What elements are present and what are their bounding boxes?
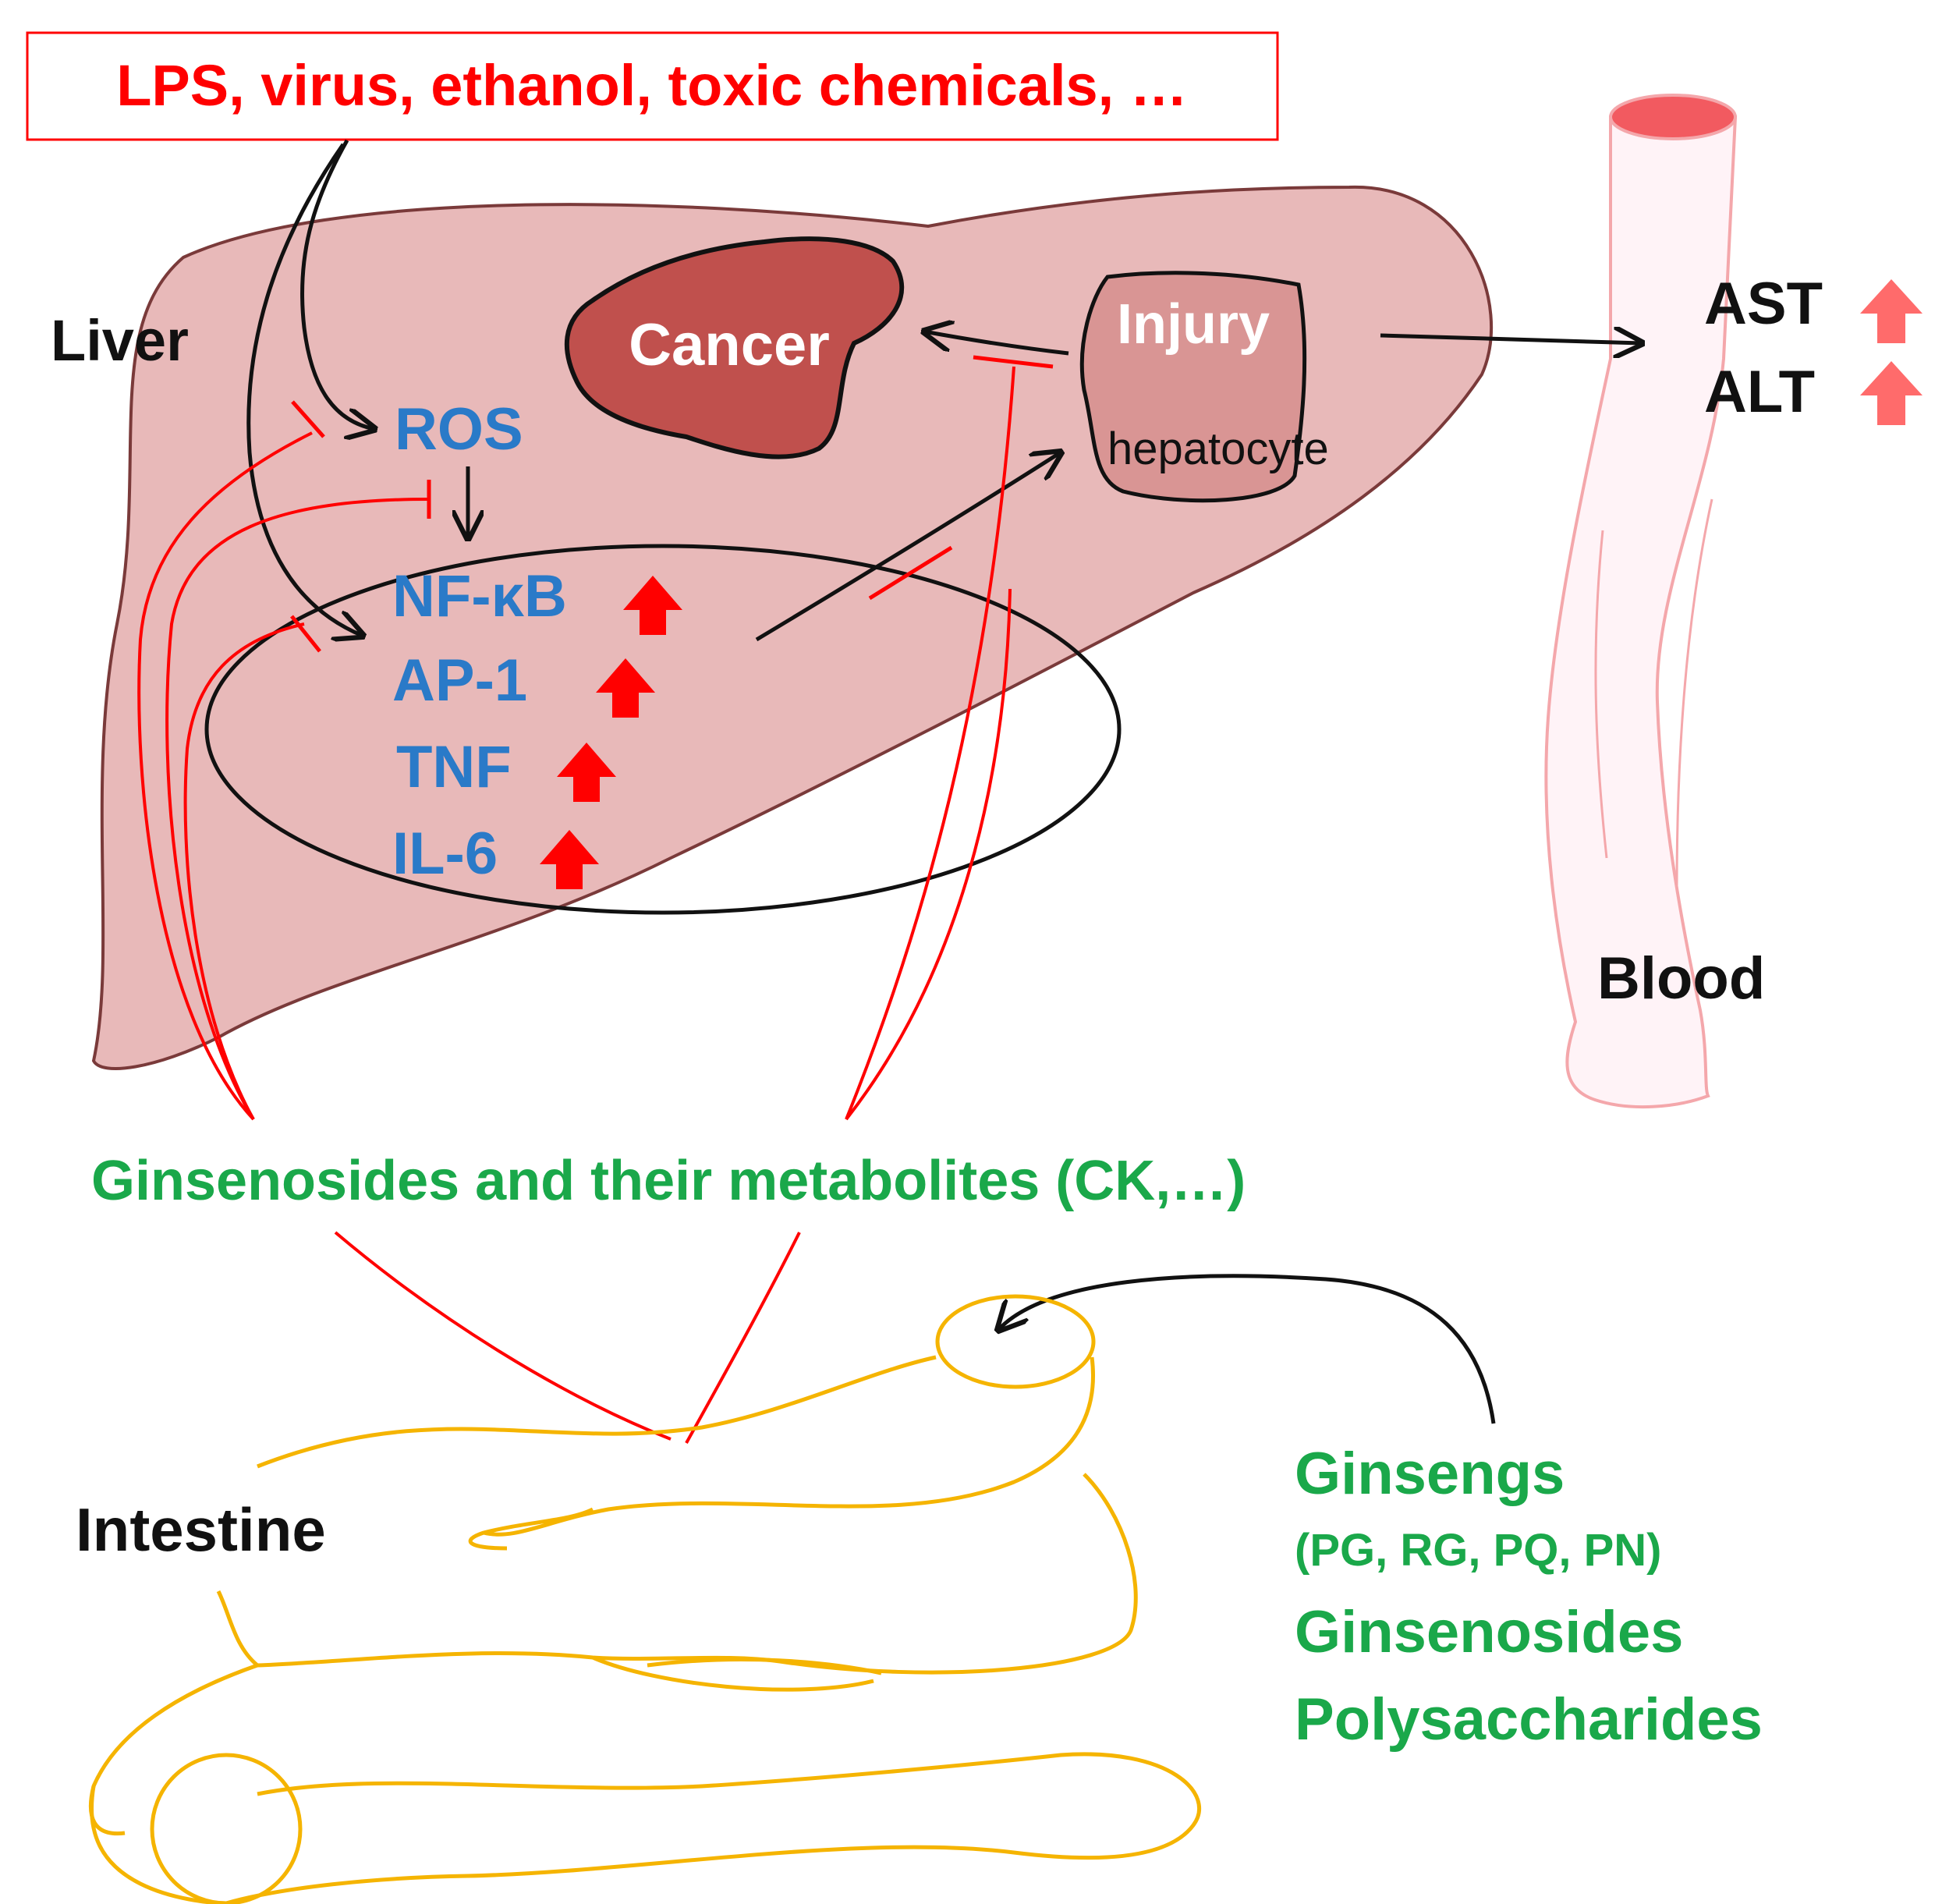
source-ginseng-types: (PG, RG, PQ, PN) [1295, 1525, 1662, 1576]
marker-ast: AST [1704, 271, 1823, 337]
blood-vessel [1544, 94, 1738, 1109]
up-arrow-icon [557, 743, 616, 802]
up-arrow-icon [1860, 361, 1923, 425]
up-arrow-icon [596, 658, 655, 718]
cancer-shape [564, 236, 905, 459]
up-arrow-icon [623, 576, 682, 635]
factor-tnf: TNF [396, 734, 512, 800]
cancer-label: Cancer [629, 312, 830, 378]
arrow-injury-to-cancer [924, 332, 1069, 356]
arrow-triggers-to-ros [300, 139, 374, 429]
injury-hepatocyte-shape [1079, 271, 1307, 503]
factor-ap1: AP-1 [392, 647, 527, 714]
injury-label: Injury [1117, 293, 1270, 356]
factor-il6: IL-6 [392, 821, 498, 887]
up-arrow-icon [1860, 279, 1923, 343]
arrow-liver-to-blood [1380, 335, 1642, 343]
arrow-sources-to-intestine [998, 1274, 1496, 1424]
metabolites-label: Ginsenosides and their metabolites (CK,…… [91, 1150, 1246, 1212]
source-ginsenosides: Ginsenosides [1295, 1599, 1683, 1665]
source-ginsengs: Ginsengs [1295, 1441, 1565, 1507]
intestine-outline [88, 1294, 1202, 1904]
marker-alt: ALT [1704, 359, 1815, 425]
triggers-label: LPS, virus, ethanol, toxic chemicals, … [116, 53, 1188, 118]
hepatocyte-label: hepatocyte [1107, 424, 1329, 474]
factor-nfkb: NF-κB [392, 563, 567, 629]
inhibition-bar-icon [290, 355, 1054, 653]
liver-label: Liver [51, 308, 189, 373]
blood-label: Blood [1597, 945, 1765, 1012]
source-polysaccharides: Polysaccharides [1295, 1686, 1763, 1753]
arrow-nfkb-to-injury [755, 452, 1061, 642]
inhibition-lines [137, 366, 1015, 1444]
activation-arrows [246, 139, 1642, 1424]
inflammation-ellipse [204, 544, 1122, 915]
intestine-label: Intestine [76, 1495, 326, 1564]
ros-label: ROS [395, 396, 523, 463]
up-arrow-icon [540, 830, 599, 889]
arrow-triggers-to-nfkb [246, 143, 363, 636]
triggers-box [26, 31, 1279, 141]
